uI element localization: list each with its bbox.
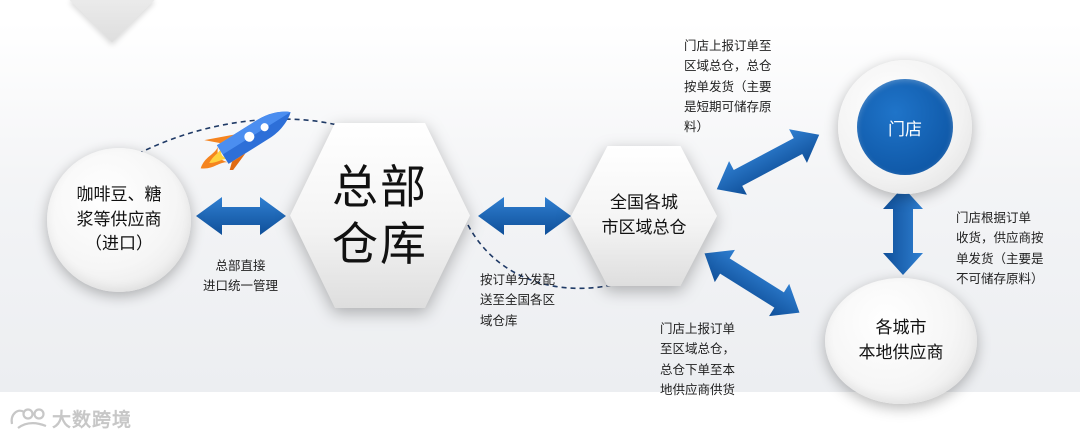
- double-arrow-icon: [883, 187, 923, 275]
- note-store-order-right: 门店根据订单 收货，供应商按 单发货（主要是 不可储存原料）: [956, 208, 1044, 289]
- regional-warehouse-node: 全国各城 市区域总仓: [571, 146, 717, 286]
- note-store-report-bottom: 门店上报订单 至区域总仓， 总仓下单至本 地供应商供货: [660, 319, 735, 400]
- store-label: 门店: [857, 79, 953, 175]
- double-arrow-icon: [478, 197, 571, 235]
- local-supplier-node: 各城市 本地供应商: [825, 278, 977, 404]
- watermark-text: 大数跨境: [52, 405, 132, 432]
- local-supplier-label: 各城市 本地供应商: [859, 316, 944, 365]
- watermark-logo-icon: [8, 404, 50, 432]
- hq-warehouse-node: 总部 仓库: [290, 123, 470, 308]
- rocket-icon: [198, 100, 303, 170]
- note-hq-import: 总部直接 进口统一管理: [203, 256, 278, 297]
- supplier-node: 咖啡豆、糖 浆等供应商 （进口）: [47, 148, 191, 292]
- note-store-report-top: 门店上报订单至 区域总仓，总仓 按单发货（主要 是短期可储存原 料）: [684, 36, 772, 137]
- double-arrow-icon: [196, 197, 286, 235]
- supplier-label: 咖啡豆、糖 浆等供应商 （进口）: [77, 183, 162, 257]
- note-order-dispatch: 按订单分发配 送至全国各区 域仓库: [480, 270, 555, 331]
- store-node: 门店: [838, 60, 972, 194]
- regional-warehouse-label: 全国各城 市区域总仓: [602, 191, 687, 242]
- watermark: 大数跨境: [8, 404, 132, 432]
- hq-warehouse-label: 总部 仓库: [332, 159, 428, 271]
